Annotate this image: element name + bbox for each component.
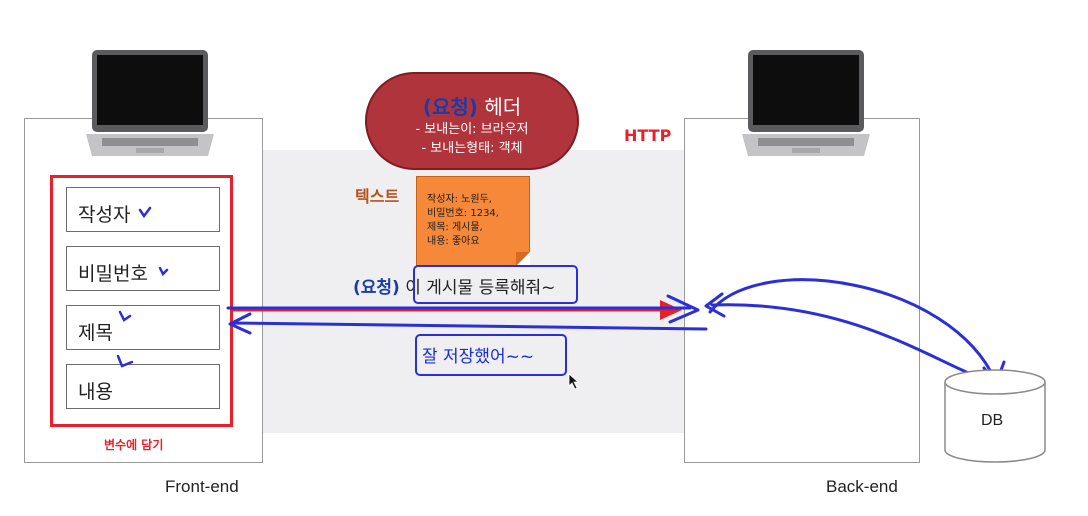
backend-laptop-icon xyxy=(742,50,870,156)
field-content: 내용 xyxy=(66,364,220,409)
field-title: 제목 xyxy=(66,305,220,350)
backend-caption: Back-end xyxy=(826,477,898,496)
request-pen-stroke xyxy=(226,294,700,324)
note-line: 작성자: 노원두, xyxy=(427,194,492,205)
request-highlight-box xyxy=(413,265,578,304)
request-prefix: (요청) xyxy=(353,278,400,298)
response-highlight-box xyxy=(415,334,567,376)
variable-group-label: 변수에 담기 xyxy=(104,438,164,452)
db-pen-curve-back xyxy=(704,292,992,384)
mouse-cursor-icon xyxy=(568,373,580,390)
header-line-sender: - 보내는이: 브라우저 xyxy=(415,122,529,137)
request-header-bubble: (요청) 헤더 - 보내는이: 브라우저 - 보내는형태: 객체 xyxy=(365,72,579,170)
check-mark xyxy=(116,354,134,368)
header-title: 헤더 xyxy=(484,95,522,119)
note-line: 비밀번호: 1234, xyxy=(427,208,499,219)
note-line: 제목: 게시물, xyxy=(427,222,483,233)
note-fold xyxy=(516,252,530,266)
note-line: 내용: 좋아요 xyxy=(427,236,480,247)
response-message: 잘 저장했어~~ xyxy=(422,347,535,367)
check-mark xyxy=(158,266,169,277)
response-pen-arrow xyxy=(228,312,708,335)
frontend-laptop-icon xyxy=(86,50,214,156)
field-password: 비밀번호 xyxy=(66,246,220,291)
header-request-prefix: (요청) xyxy=(422,95,478,119)
header-line-format: - 보내는형태: 객체 xyxy=(421,141,523,156)
text-label: 텍스트 xyxy=(355,187,400,206)
request-arrow-head xyxy=(660,300,682,320)
check-mark xyxy=(118,310,132,322)
http-label: HTTP xyxy=(624,126,672,145)
frontend-caption: Front-end xyxy=(165,477,239,496)
db-cylinder-icon xyxy=(944,369,1046,463)
request-message: 이 게시물 등록해줘~ xyxy=(405,278,556,298)
field-author: 작성자 xyxy=(66,187,220,232)
request-label: (요청) 이 게시물 등록해줘~ xyxy=(353,273,555,298)
variable-group-box xyxy=(50,175,233,427)
db-pen-curve-to xyxy=(708,278,997,382)
db-label: DB xyxy=(981,412,1004,429)
check-mark xyxy=(138,206,152,219)
